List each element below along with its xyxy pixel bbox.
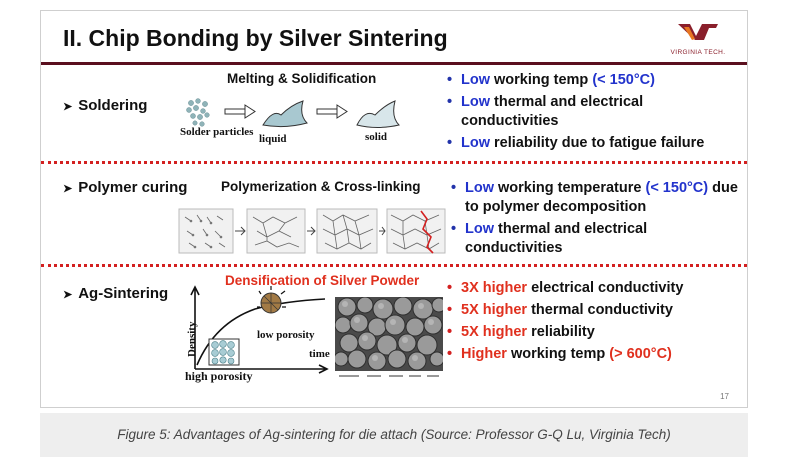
low-porosity-label: low porosity — [257, 329, 315, 341]
high-porosity-label: high porosity — [185, 369, 253, 383]
bullet-text-segment: working temp — [506, 346, 610, 362]
bullet-item: Low thermal and electrical conductivitie… — [451, 220, 741, 258]
bullet-text-segment: working temp — [490, 72, 593, 88]
bullet-text-segment: thermal and electrical conductivities — [461, 94, 644, 129]
polymer-curing-diagram — [178, 208, 446, 254]
axis-x-label: time — [309, 348, 330, 360]
arrow-right-icon — [224, 104, 256, 119]
axis-y-label: Density — [186, 321, 198, 357]
bullet-text-segment: Low — [461, 72, 490, 88]
section-divider — [41, 264, 747, 267]
bullet-item: Low thermal and electrical conductivitie… — [447, 93, 737, 131]
solid-blob-icon — [356, 100, 400, 128]
caption-band: Figure 5: Advantages of Ag-sintering for… — [40, 413, 748, 457]
soldering-label: ➤Soldering — [63, 97, 148, 114]
pointer-arrow-icon: ➤ — [63, 183, 73, 195]
stage-label-solid: solid — [365, 131, 388, 143]
bullet-item: 3X higher electrical conductivity — [447, 279, 747, 298]
title-bar: II. Chip Bonding by Silver Sintering VIR… — [41, 11, 747, 65]
x-axis — [195, 364, 329, 374]
pointer-arrow-icon: ➤ — [63, 101, 73, 113]
liquid-droplet-icon — [262, 100, 308, 128]
bullet-text-segment: Low — [461, 135, 490, 151]
bullet-text-segment: thermal conductivity — [527, 302, 673, 318]
polymer-network-panel-4 — [386, 208, 446, 254]
bullet-text-segment: Low — [465, 180, 494, 196]
bullet-text-segment: reliability due to fatigue failure — [490, 135, 705, 151]
bullet-text-segment: Low — [465, 221, 494, 237]
ag-sintering-label: ➤Ag-Sintering — [63, 285, 169, 302]
arrow-right-icon — [307, 226, 316, 236]
page-number: 17 — [720, 392, 729, 401]
bullet-item: Higher working temp (> 600°C) — [447, 345, 747, 364]
bullet-item: Low reliability due to fatigue failure — [447, 134, 737, 153]
polymer-network-panel-2 — [246, 208, 306, 254]
soldering-bullets: Low working temp (< 150°C)Low thermal an… — [447, 71, 737, 156]
bullet-text-segment: (< 150°C) — [645, 180, 709, 196]
bullet-text-segment: due to polymer decomposition — [465, 180, 738, 215]
bullet-item: Low working temperature (< 150°C) due to… — [451, 179, 741, 217]
bullet-item: 5X higher reliability — [447, 323, 747, 342]
low-porosity-sphere-icon — [257, 286, 286, 314]
sem-micrograph-image — [335, 297, 443, 381]
slide-title: II. Chip Bonding by Silver Sintering — [63, 25, 448, 51]
pointer-arrow-icon: ➤ — [63, 289, 73, 301]
bullet-text-segment: working temperature — [494, 180, 646, 196]
bullet-item: 5X higher thermal conductivity — [447, 301, 747, 320]
stage-label-solder: Solder particles — [180, 126, 254, 138]
polymer-network-panel-1 — [178, 208, 234, 254]
logo-caption: VIRGINIA TECH. — [670, 49, 726, 56]
bullet-text-segment: (< 150°C) — [592, 72, 655, 88]
stage-label-liquid: liquid — [259, 133, 287, 145]
bullet-text-segment: thermal and electrical conductivities — [465, 221, 648, 256]
section-divider — [41, 161, 747, 164]
soldering-diagram — [186, 98, 400, 128]
slide: II. Chip Bonding by Silver Sintering VIR… — [40, 10, 748, 408]
high-porosity-particles-icon — [208, 338, 240, 366]
bullet-text-segment: 5X higher — [461, 324, 528, 340]
vt-logo-icon — [678, 24, 718, 40]
polymer-label: ➤Polymer curing — [63, 179, 188, 196]
bullet-text-segment: Low — [461, 94, 490, 110]
virginia-tech-logo: VIRGINIA TECH. — [663, 21, 733, 57]
solder-particles-icon — [186, 98, 210, 127]
bullet-item: Low working temp (< 150°C) — [447, 71, 737, 90]
y-axis — [190, 285, 200, 369]
bullet-text-segment: (> 600°C) — [609, 346, 672, 362]
soldering-process-title: Melting & Solidification — [227, 71, 377, 86]
polymer-bullets: Low working temperature (< 150°C) due to… — [451, 179, 741, 261]
arrow-right-icon — [316, 104, 348, 119]
density-time-graph — [190, 285, 329, 374]
arrow-right-icon — [235, 226, 246, 236]
sintering-process-title: Densification of Silver Powder — [225, 273, 420, 288]
bullet-text-segment: 3X higher — [461, 280, 528, 296]
polymer-process-title: Polymerization & Cross-linking — [221, 179, 421, 194]
polymer-network-panel-3 — [316, 208, 378, 254]
figure-caption: Figure 5: Advantages of Ag-sintering for… — [117, 427, 671, 442]
sintering-bullets: 3X higher electrical conductivity 5X high… — [447, 279, 747, 367]
bullet-text-segment: electrical conductivity — [527, 280, 684, 296]
bullet-text-segment: 5X higher — [461, 302, 528, 318]
bullet-text-segment: Higher — [461, 346, 507, 362]
arrow-right-icon — [379, 226, 386, 236]
bullet-text-segment: reliability — [527, 324, 595, 340]
